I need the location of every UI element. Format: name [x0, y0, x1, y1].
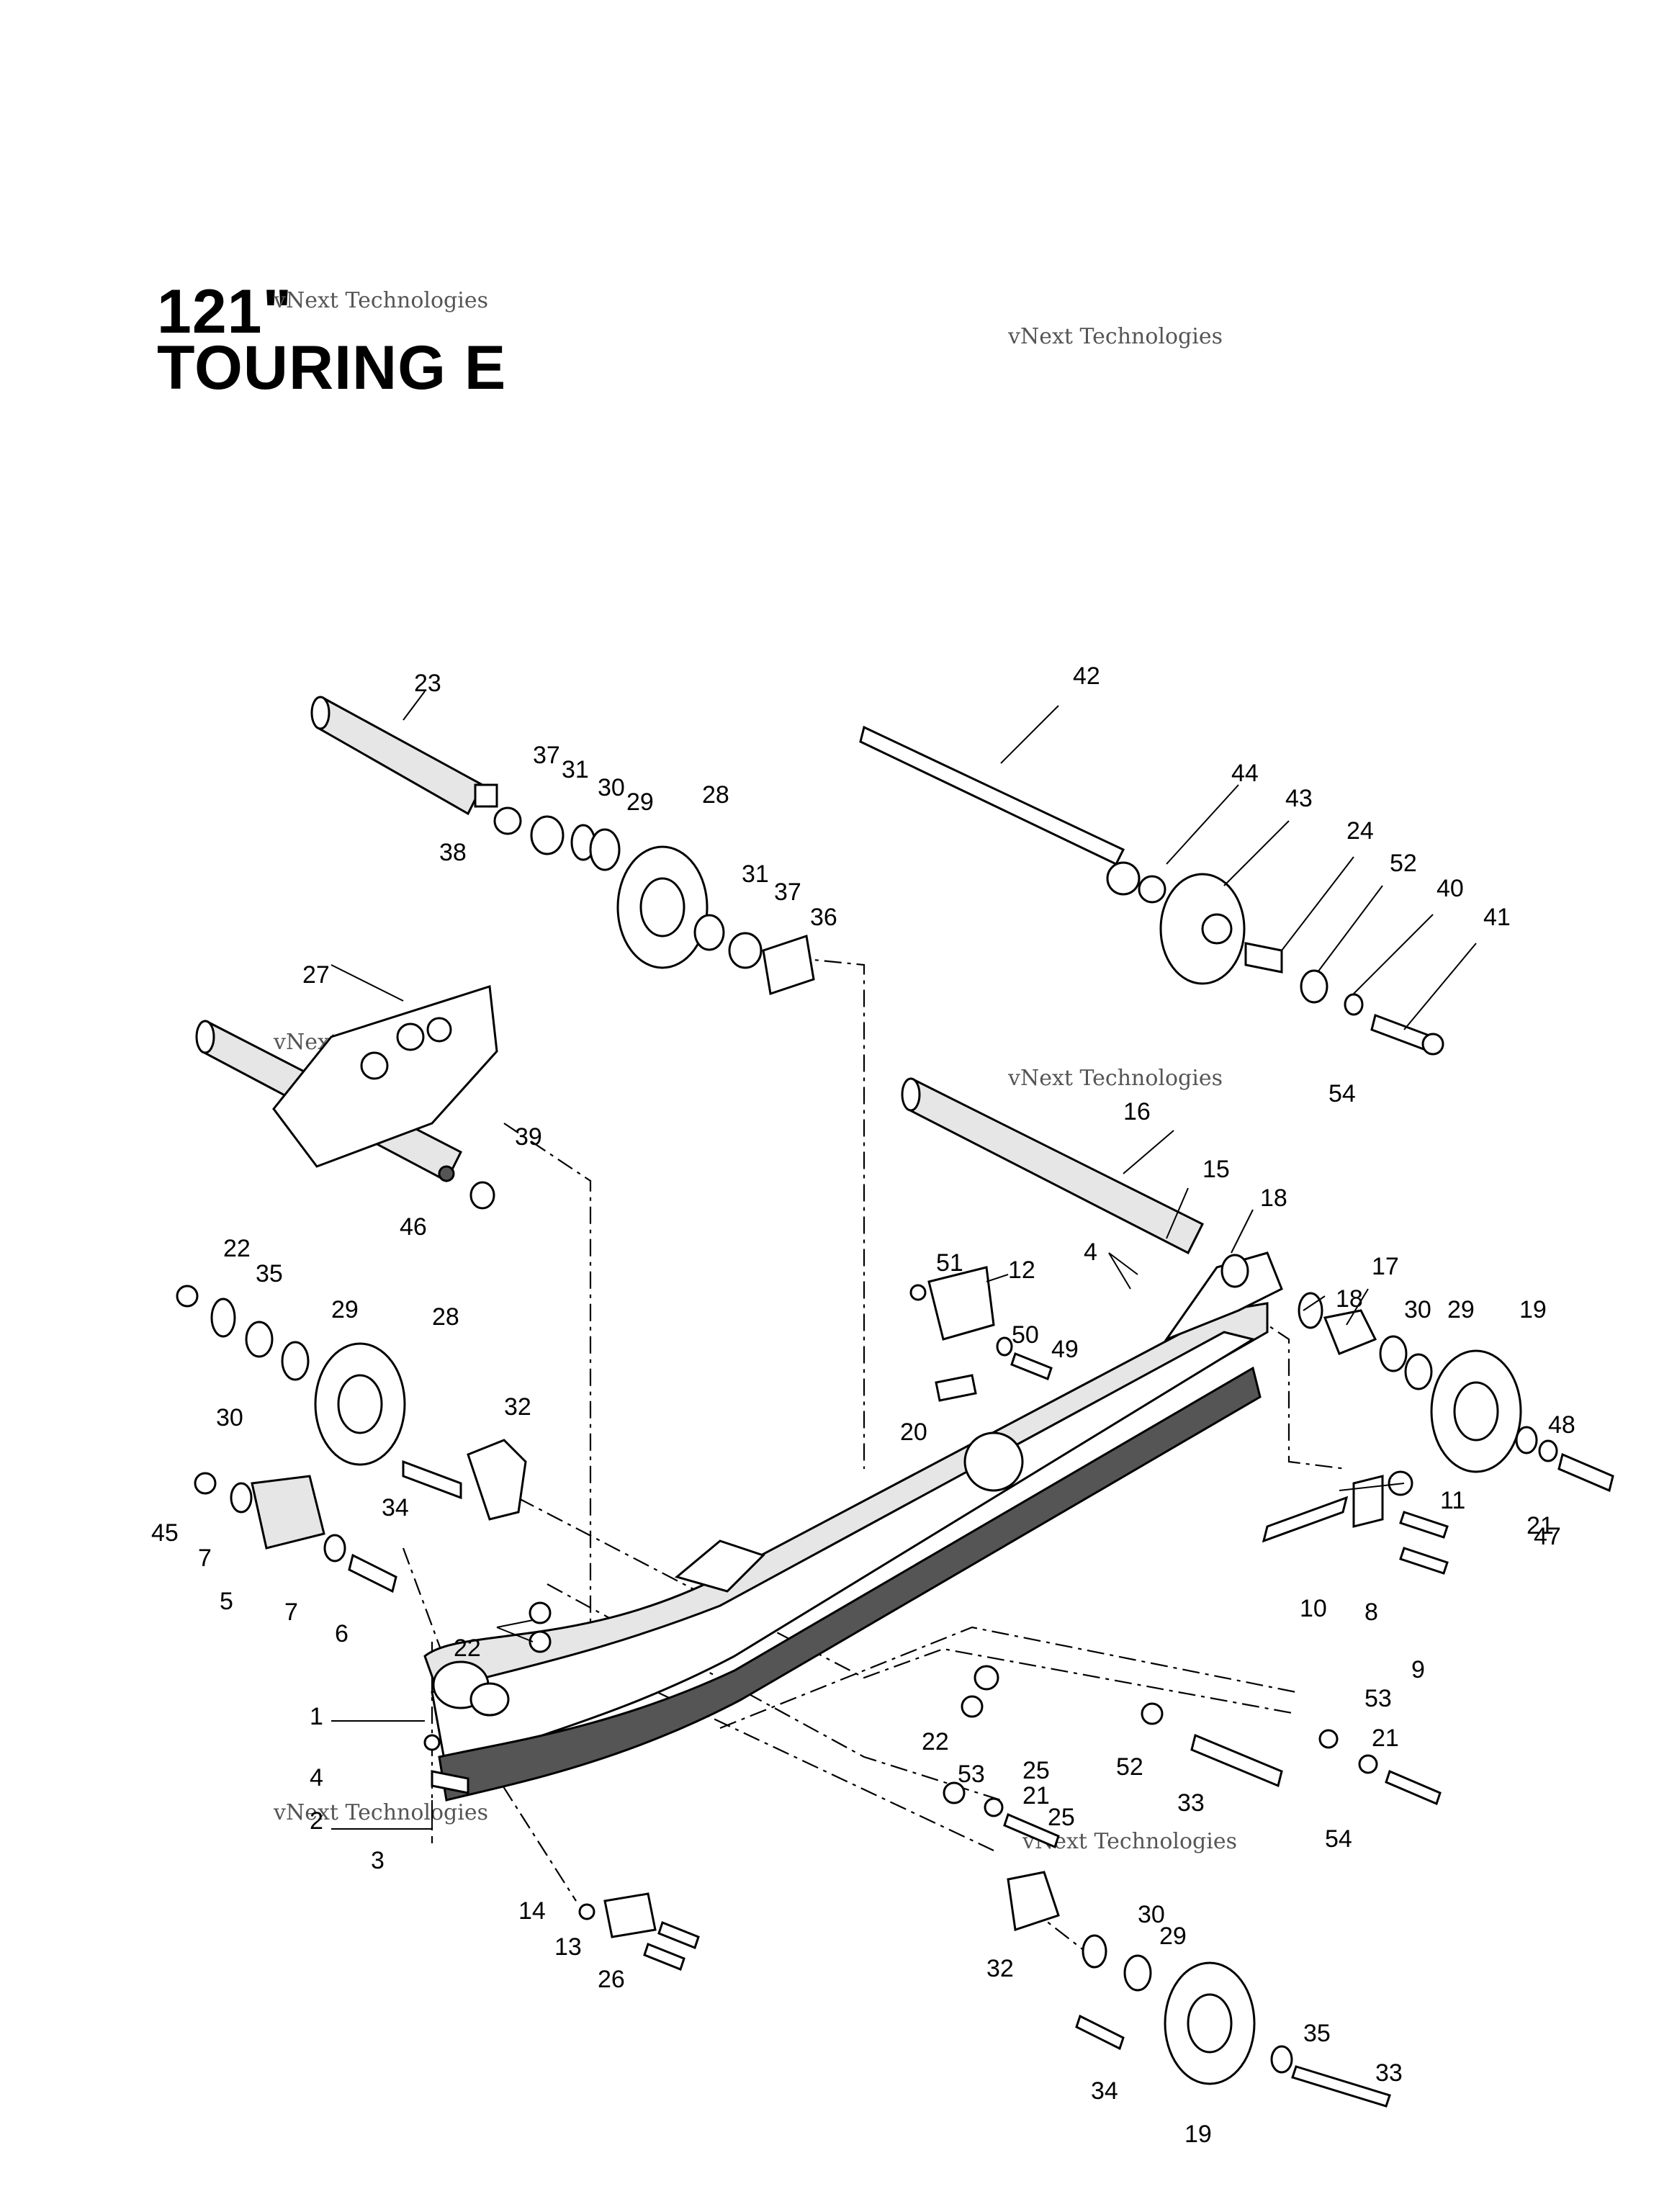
part-label-19: 19: [1184, 2121, 1212, 2148]
part-label-22: 22: [454, 1635, 481, 1662]
part-label-19: 19: [1519, 1296, 1547, 1323]
axle-16-assembly: [901, 1077, 1614, 1493]
part-label-37: 37: [533, 742, 560, 769]
part-label-7: 7: [284, 1599, 298, 1626]
part-label-43: 43: [1285, 785, 1313, 812]
part-label-54: 54: [1325, 1825, 1352, 1853]
part-label-29: 29: [1159, 1923, 1187, 1950]
part-label-26: 26: [598, 1966, 625, 1993]
part-label-34: 34: [382, 1494, 409, 1521]
part-label-16: 16: [1123, 1098, 1151, 1125]
part-label-32: 32: [986, 1955, 1014, 1982]
part-label-20: 20: [900, 1419, 927, 1446]
part-label-25: 25: [1022, 1757, 1050, 1784]
axle-42-assembly: [859, 725, 1444, 1056]
part-label-25: 25: [1048, 1804, 1075, 1831]
part-label-15: 15: [1202, 1156, 1230, 1183]
diagram-title-line2: TOURING E: [157, 333, 507, 403]
part-label-18: 18: [1260, 1184, 1287, 1212]
alignment-lines: [402, 956, 1347, 1959]
part-label-47: 47: [1534, 1523, 1561, 1550]
leader-lines: [331, 691, 1477, 1830]
part-label-36: 36: [810, 904, 837, 931]
part-label-38: 38: [439, 839, 467, 866]
part-label-29: 29: [331, 1296, 359, 1323]
part-label-39: 39: [515, 1123, 542, 1151]
part-label-41: 41: [1483, 904, 1511, 931]
part-label-21: 21: [1372, 1725, 1399, 1752]
wear-pad-5: [194, 1472, 397, 1593]
part-label-46: 46: [400, 1213, 427, 1241]
lower-right-parts: [423, 1601, 1442, 2108]
block-32-left: [402, 1439, 527, 1521]
part-label-12: 12: [1008, 1256, 1035, 1284]
part-label-30: 30: [1404, 1296, 1431, 1323]
part-label-29: 29: [1447, 1296, 1475, 1323]
part-label-24: 24: [1346, 817, 1374, 845]
block-12: [909, 1266, 1053, 1402]
part-label-49: 49: [1051, 1336, 1079, 1363]
part-label-10: 10: [1300, 1595, 1327, 1622]
part-label-11: 11: [1440, 1487, 1465, 1514]
part-label-14: 14: [518, 1897, 546, 1925]
part-label-33: 33: [1177, 1789, 1205, 1817]
part-label-32: 32: [504, 1393, 531, 1421]
part-label-2: 2: [310, 1807, 323, 1835]
part-label-13: 13: [554, 1933, 582, 1961]
bracket-8: [1262, 1470, 1449, 1575]
part-label-30: 30: [1138, 1901, 1165, 1928]
part-label-33: 33: [1375, 2059, 1403, 2087]
part-label-1: 1: [310, 1703, 323, 1730]
part-label-54: 54: [1328, 1080, 1356, 1107]
part-label-28: 28: [432, 1303, 459, 1331]
slide-rail: [423, 1251, 1283, 1802]
part-label-31: 31: [562, 756, 589, 783]
part-label-30: 30: [598, 774, 625, 801]
part-label-8: 8: [1364, 1599, 1378, 1626]
part-label-35: 35: [1303, 2020, 1331, 2047]
part-label-21: 21: [1527, 1512, 1554, 1539]
part-label-21: 21: [1022, 1782, 1050, 1809]
part-label-18: 18: [1336, 1285, 1363, 1313]
part-label-27: 27: [302, 961, 330, 989]
part-label-29: 29: [626, 788, 654, 816]
part-label-34: 34: [1091, 2077, 1118, 2105]
pivot-arm-27: [195, 985, 498, 1210]
part-label-4: 4: [1084, 1238, 1097, 1266]
part-label-22: 22: [922, 1728, 949, 1755]
part-label-52: 52: [1116, 1753, 1143, 1781]
part-label-28: 28: [702, 781, 729, 809]
part-label-44: 44: [1231, 760, 1259, 787]
part-label-52: 52: [1390, 850, 1417, 877]
left-wheel-28-stack: [176, 1285, 406, 1466]
part-label-30: 30: [216, 1404, 243, 1431]
part-label-4: 4: [310, 1764, 323, 1791]
diagram-title-line1: 121": [157, 277, 293, 346]
part-label-42: 42: [1073, 662, 1100, 690]
part-label-31: 31: [742, 860, 769, 888]
part-label-5: 5: [220, 1588, 233, 1615]
axle-23-assembly: [310, 696, 815, 995]
part-label-23: 23: [414, 670, 441, 697]
part-label-48: 48: [1548, 1411, 1575, 1439]
part-label-6: 6: [335, 1620, 349, 1647]
part-label-45: 45: [151, 1519, 179, 1547]
part-label-7: 7: [198, 1545, 212, 1572]
part-label-17: 17: [1372, 1253, 1399, 1280]
part-label-37: 37: [774, 878, 801, 906]
part-label-53: 53: [1364, 1685, 1392, 1712]
part-label-22: 22: [223, 1235, 251, 1262]
part-label-35: 35: [256, 1260, 283, 1287]
part-label-3: 3: [371, 1847, 385, 1874]
part-label-40: 40: [1437, 875, 1464, 902]
part-label-51: 51: [936, 1249, 963, 1277]
part-label-50: 50: [1012, 1321, 1039, 1349]
part-label-53: 53: [958, 1761, 985, 1788]
part-label-9: 9: [1411, 1656, 1425, 1683]
